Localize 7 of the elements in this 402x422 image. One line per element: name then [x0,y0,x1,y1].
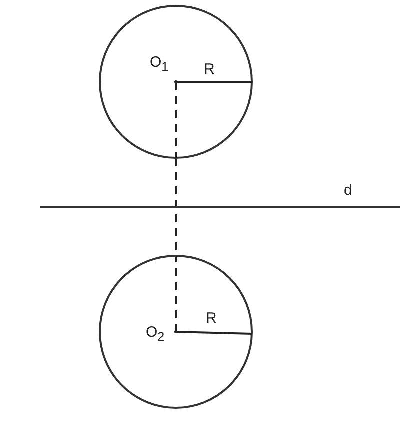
point-label: O$_{2}$ [146,325,165,344]
radius-label: R [206,311,217,326]
circle [99,5,253,159]
line-label: d [344,183,352,198]
point-label: O$_{1}$ [150,55,169,74]
circle [99,255,253,409]
radius-label: R [204,62,215,77]
